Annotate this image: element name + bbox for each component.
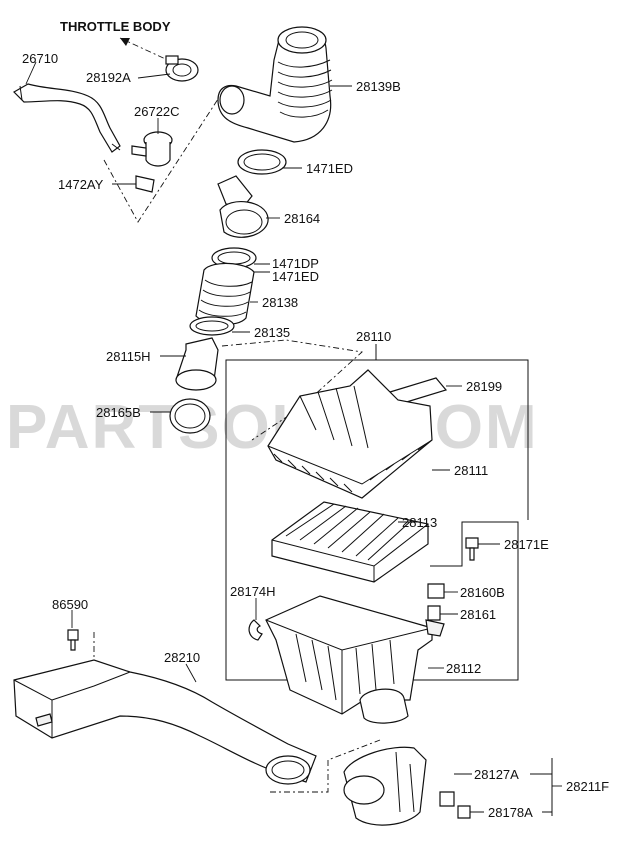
label-28211F[interactable]: 28211F	[566, 779, 609, 794]
label-28165B[interactable]: 28165B	[96, 405, 141, 420]
assembly-bracket	[225, 344, 519, 681]
leader-28210	[185, 663, 197, 683]
part-28164-sensor-housing[interactable]	[217, 175, 269, 238]
leader-1471DP	[254, 263, 270, 273]
label-28199[interactable]: 28199	[466, 379, 502, 394]
label-28113[interactable]: 28113	[402, 515, 437, 530]
part-28165B-seal[interactable]	[169, 398, 211, 434]
part-86590-bolt[interactable]	[67, 629, 79, 651]
part-28139B-intake-hose[interactable]	[217, 26, 333, 143]
duct-dash-outline	[221, 339, 364, 441]
part-28138-bellows-hose[interactable]	[195, 262, 255, 326]
part-28160B-grommet[interactable]	[427, 583, 445, 599]
label-28135[interactable]: 28135	[254, 325, 290, 340]
label-1471ED-b[interactable]: 1471ED	[272, 269, 319, 284]
label-28192A[interactable]: 28192A	[86, 70, 131, 85]
label-28164[interactable]: 28164	[284, 211, 320, 226]
label-28161[interactable]: 28161	[460, 607, 496, 622]
label-1472AY[interactable]: 1472AY	[58, 177, 104, 192]
resonator-dash-outline	[270, 739, 381, 793]
part-28210-resonator-duct[interactable]	[13, 659, 317, 785]
label-28178A[interactable]: 28178A	[488, 805, 533, 820]
label-26710[interactable]: 26710	[22, 51, 58, 66]
part-1472AY-clamp[interactable]	[135, 175, 155, 193]
part-28178A-collar[interactable]	[457, 805, 471, 819]
leader-28192A	[137, 73, 171, 79]
label-28111[interactable]: 28111	[454, 463, 488, 478]
part-28211F-inlet-duct[interactable]	[343, 746, 427, 826]
label-28171E[interactable]: 28171E	[504, 537, 549, 552]
label-28112[interactable]: 28112	[446, 661, 481, 676]
part-1471ED-clamp-upper[interactable]	[237, 149, 287, 175]
part-28127A-grommet[interactable]	[439, 791, 455, 807]
label-28160B[interactable]: 28160B	[460, 585, 505, 600]
label-28110[interactable]: 28110	[356, 329, 391, 344]
label-28127A[interactable]: 28127A	[474, 767, 519, 782]
leader-26710	[25, 61, 37, 85]
throttle-body-title: THROTTLE BODY	[60, 19, 171, 34]
part-28192A-clip[interactable]	[165, 55, 199, 82]
hose-dash-outline	[103, 95, 221, 223]
assembly-bracket-right	[376, 359, 529, 520]
label-28210[interactable]: 28210	[164, 650, 200, 665]
throttle-body-arrow-icon	[120, 38, 130, 46]
part-28113-filter[interactable]	[271, 501, 429, 583]
part-28161-collar[interactable]	[427, 605, 441, 621]
label-1471ED-a[interactable]: 1471ED	[306, 161, 353, 176]
part-28135-clamp[interactable]	[189, 316, 235, 336]
label-28115H[interactable]: 28115H	[106, 349, 151, 364]
part-26710-hose[interactable]	[13, 83, 121, 153]
label-26722C[interactable]: 26722C	[134, 104, 180, 119]
label-1471DP[interactable]: 1471DP	[272, 256, 319, 271]
throttle-body-leader	[119, 37, 173, 63]
label-28139B[interactable]: 28139B	[356, 79, 401, 94]
label-86590[interactable]: 86590	[52, 597, 88, 612]
label-28138[interactable]: 28138	[262, 295, 298, 310]
label-28174H[interactable]: 28174H	[230, 584, 276, 599]
part-28171E-bolt[interactable]	[465, 537, 479, 561]
part-28115H-duct[interactable]	[175, 337, 219, 391]
part-28174H-clip[interactable]	[248, 619, 263, 641]
part-26722C-valve[interactable]	[131, 131, 173, 167]
part-28111-cover[interactable]	[267, 369, 433, 499]
part-28112-lower-body[interactable]	[265, 595, 445, 724]
